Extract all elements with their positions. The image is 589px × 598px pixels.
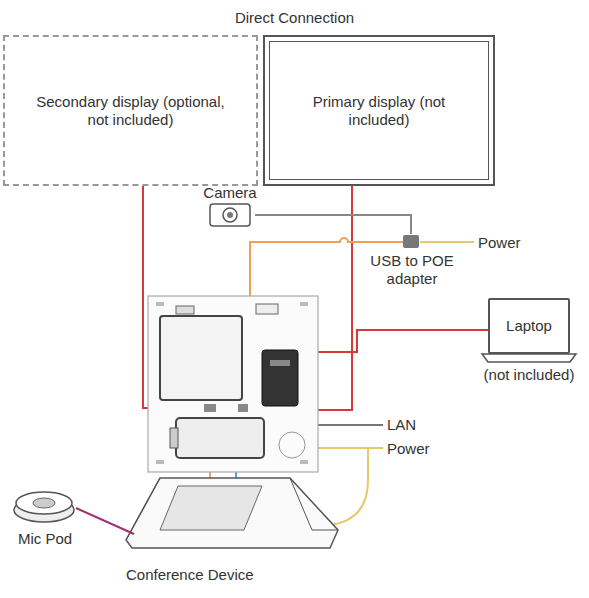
adapter-box [403,235,419,248]
power-label: Power [387,440,430,458]
conference-device: Conference Device [118,472,344,584]
node-text: (not included) [484,366,575,384]
camera: Camera [205,184,255,228]
mic-pod-icon [14,492,74,522]
laptop-base [482,354,576,362]
node-text: Mic Pod [18,530,72,548]
power-wire [420,241,474,243]
diagram-title: Direct Connection [0,9,589,26]
hdmi-wire [300,330,488,352]
node-text: Camera [203,184,256,202]
equipment-plate [148,296,318,472]
node-text: Secondary display (optional, not include… [35,93,226,129]
node-text: Primary display (not included) [305,93,453,129]
primary-display: Primary display (not included) [263,35,495,186]
cable-connector [255,215,411,234]
lan-label: LAN [387,416,416,434]
conference-device-icon [126,478,338,548]
cable-line [255,215,411,234]
power-wire [330,448,368,525]
mic-pod: Mic Pod [10,490,80,548]
node-text: USB to POE adapter [362,252,462,288]
cable-line [76,508,134,534]
node-text: Conference Device [126,566,254,584]
power-label: Power [478,234,521,252]
secondary-display: Secondary display (optional, not include… [3,35,258,186]
cable-connector [76,508,134,534]
usb-wire [250,238,404,318]
node-text: Laptop [506,317,552,335]
camera-icon [210,204,250,226]
usb-poe-adapter: USB to POE adapter [362,232,462,294]
laptop: Laptop(not included) [488,298,570,354]
